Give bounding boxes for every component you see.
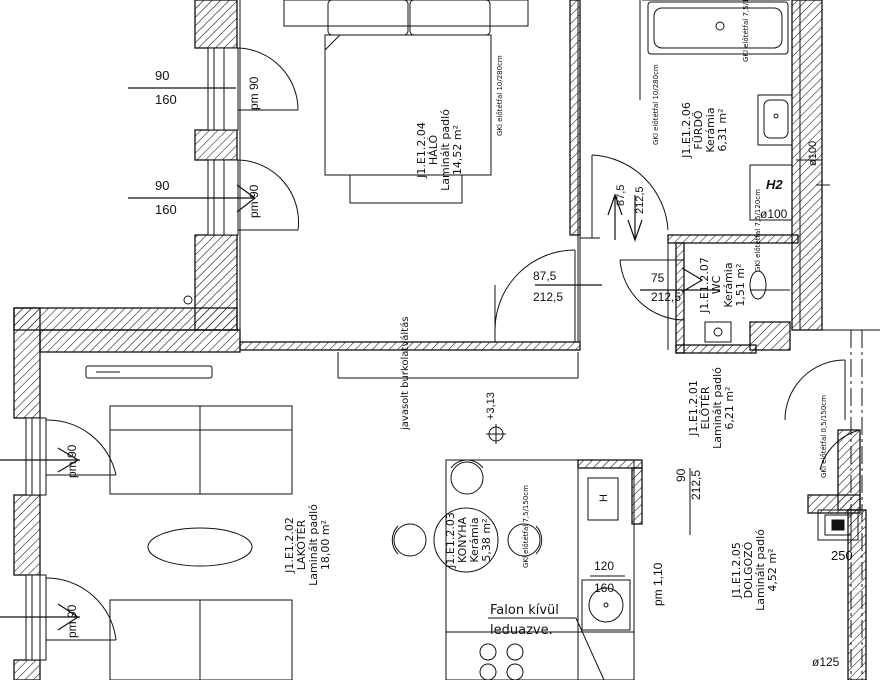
axis-lines [850, 330, 863, 680]
note-leader [488, 617, 605, 680]
chimney-250: 250 [831, 548, 853, 563]
halo-area: 14,52 m² [451, 125, 464, 175]
lakoter-name: LAKÓTÉR [295, 519, 308, 570]
eloter-name: ELŐTÉR [698, 386, 712, 429]
pipe-100-b: ø100 [760, 207, 788, 221]
eloter-floor: Laminált padló [711, 367, 724, 449]
gk-bath: GKl előtétfal 7,5/180cm [741, 0, 750, 62]
win2-pm: pm 90 [247, 184, 261, 218]
dolgozo-area: 4,52 m² [766, 548, 779, 591]
win2-height: 160 [155, 202, 177, 217]
note-fridge-2: leduazve. [490, 623, 553, 638]
win4-pm: pm 90 [65, 604, 79, 638]
annotations: GKl előtétfal 7,5/180cm GKl előtétfal 10… [495, 0, 828, 568]
gk-kitchen: GKl előtétfal 7,5/150cm [521, 485, 530, 568]
furdo-name: FÜRDŐ [691, 110, 705, 149]
wc-area: 1,51 m² [734, 263, 747, 306]
walls [13, 0, 867, 680]
furdo-code: J1.E1.2.06 [680, 102, 693, 159]
wc-name: WC [710, 275, 723, 294]
window-swings [45, 47, 300, 641]
note-fridge-1: Falon kívül [490, 603, 559, 618]
h2-mark: H2 [766, 177, 783, 192]
sink-height: 160 [594, 581, 614, 595]
room-label-wc: J1.E1.2.07 WC Kerámia 1,51 m² [698, 257, 747, 314]
furniture [85, 0, 859, 680]
notes: javasolt burkolatváltás Falon kívül ledu… [399, 317, 559, 638]
gk-eloter: GKl előtétfal 0,5/150cm [819, 395, 828, 478]
gk-halo: GKl előtétfal 10/280cm [495, 55, 504, 136]
pm-110: pm 1,10 [651, 562, 665, 606]
win2-width: 90 [155, 178, 169, 193]
halo-code: J1.E1.2.04 [415, 122, 428, 179]
furdo-area: 6,31 m² [716, 108, 729, 151]
gk-wc: GKl előtétfal 7,5/120cm [753, 189, 762, 272]
door1-width: 87,5 [533, 269, 557, 283]
wc-code: J1.E1.2.07 [698, 257, 711, 314]
room-label-lakoter: J1.E1.2.02 LAKÓTÉR Laminált padló 18,00 … [283, 504, 332, 586]
pipe-100-a: ø100 [807, 141, 819, 166]
eloter-area: 6,21 m² [723, 386, 736, 429]
door4-width: 90 [674, 468, 688, 482]
pipe-125: ø125 [812, 655, 840, 669]
win1-width: 90 [155, 68, 169, 83]
wc-floor: Kerámia [722, 262, 735, 307]
dolgozo-floor: Laminált padló [754, 529, 767, 611]
dolgozo-code: J1.E1.2.05 [730, 542, 743, 599]
furdo-floor: Kerámia [704, 107, 717, 152]
doors [494, 154, 861, 471]
door3-height: 212,5 [634, 186, 646, 214]
door1-height: 212,5 [533, 290, 563, 304]
door4-height: 212,5 [689, 470, 703, 500]
win1-pm: pm 90 [247, 76, 261, 110]
dimension-arrows [0, 87, 720, 631]
win1-height: 160 [155, 92, 177, 107]
dolgozo-name: DOLGOZÓ [742, 541, 755, 598]
room-label-eloter: J1.E1.2.01 ELŐTÉR Laminált padló 6,21 m² [687, 367, 736, 449]
lakoter-area: 18,00 m² [319, 520, 332, 570]
door3-width: 87,5 [615, 185, 627, 206]
sink-width: 120 [594, 559, 614, 573]
win3-pm: pm 90 [65, 444, 79, 478]
room-label-halo: J1.E1.2.04 HÁLÓ Laminált padló 14,52 m² [415, 109, 464, 191]
halo-floor: Laminált padló [439, 109, 452, 191]
room-label-dolgozo: J1.E1.2.05 DOLGOZÓ Laminált padló 4,52 m… [730, 529, 779, 611]
gk-furdo: GKl előtétfal 10/280cm [651, 64, 660, 145]
konyha-name: KONYHA [456, 517, 469, 563]
room-label-furdo: J1.E1.2.06 FÜRDŐ Kerámia 6,31 m² [680, 102, 729, 159]
room-label-konyha: J1.E1.2.03 KONYHA Kerámia 5,38 m² [444, 512, 493, 569]
konyha-code: J1.E1.2.03 [444, 512, 457, 569]
fridge-h-mark: H [598, 494, 610, 502]
thin-lines [239, 0, 880, 379]
level-mark: +3,13 [485, 392, 497, 420]
door2-width: 75 [651, 271, 665, 285]
konyha-area: 5,38 m² [480, 518, 493, 561]
eloter-code: J1.E1.2.01 [687, 380, 700, 437]
lakoter-code: J1.E1.2.02 [283, 517, 296, 574]
door2-height: 212,5 [651, 290, 681, 304]
dimension-texts: 90 160 90 160 pm 90 pm 90 pm 90 pm 90 87… [65, 68, 853, 669]
note-burkolat: javasolt burkolatváltás [399, 317, 411, 431]
konyha-floor: Kerámia [468, 517, 481, 562]
halo-name: HÁLÓ [427, 135, 440, 166]
lakoter-floor: Laminált padló [307, 504, 320, 586]
